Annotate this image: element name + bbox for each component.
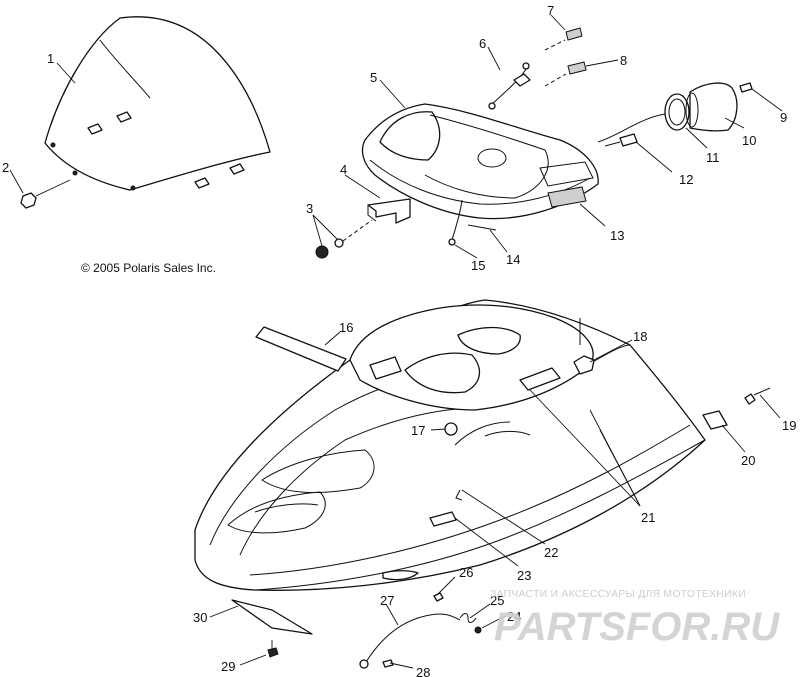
callout-26: 26 (459, 565, 473, 580)
callout-9: 9 (780, 110, 787, 125)
callout-1: 1 (47, 51, 54, 66)
hood-clip (455, 489, 463, 501)
hood (194, 299, 706, 591)
spring (459, 613, 477, 623)
headlight-bulb (739, 82, 753, 93)
callout-15: 15 (471, 258, 485, 273)
callout-17: 17 (411, 423, 425, 438)
bumper-screw (267, 640, 279, 658)
callout-12: 12 (679, 172, 693, 187)
watermark-tagline: ЗАПЧАСТИ И АКСЕССУАРЫ ДЛЯ МОТОТЕХНИКИ (490, 588, 746, 600)
callout-3: 3 (306, 201, 313, 216)
cable-assembly (359, 613, 461, 669)
headlight-assembly (685, 82, 738, 132)
latch-cable (744, 387, 771, 405)
bulb-lower (544, 61, 587, 87)
callout-13: 13 (610, 228, 624, 243)
callout-18: 18 (633, 329, 647, 344)
callout-30: 30 (193, 610, 207, 625)
callout-11: 11 (706, 150, 720, 165)
callout-27: 27 (380, 593, 394, 608)
callout-25: 25 (490, 593, 504, 608)
callout-19: 19 (782, 418, 796, 433)
callout-labels: 1 2 3 4 5 6 7 8 9 10 11 12 13 14 15 16 1… (2, 3, 796, 677)
headlight-ring (664, 93, 690, 131)
watermark-site: PARTSFOR.RU (494, 605, 780, 649)
callout-20: 20 (741, 453, 755, 468)
socket-connector (604, 133, 638, 147)
cable-end (382, 659, 394, 668)
wire-harness-lead (448, 199, 463, 246)
hood-retainer (573, 318, 595, 375)
hood-latch (702, 410, 728, 430)
callout-14: 14 (506, 252, 520, 267)
callout-5: 5 (370, 70, 377, 85)
callout-4: 4 (340, 162, 347, 177)
headlight-harness (488, 62, 531, 110)
leader-lines (9, 14, 783, 669)
callout-16: 16 (339, 320, 353, 335)
callout-10: 10 (742, 133, 756, 148)
mount-bracket (367, 198, 411, 224)
bulb-upper (544, 27, 583, 51)
callout-8: 8 (620, 53, 627, 68)
callout-28: 28 (416, 665, 430, 677)
watermark: ЗАПЧАСТИ И АКСЕССУАРЫ ДЛЯ МОТОТЕХНИКИ PA… (490, 588, 780, 649)
hood-upper-nacelle (361, 103, 599, 220)
grommet-nut-set (315, 219, 373, 259)
callout-29: 29 (221, 659, 235, 674)
windshield-screw (20, 179, 71, 209)
callout-7: 7 (547, 3, 554, 18)
vent-grille (547, 186, 587, 208)
callout-2: 2 (2, 160, 9, 175)
callout-6: 6 (479, 36, 486, 51)
cable-clip (433, 592, 444, 602)
headlight-wire (597, 113, 666, 143)
callout-22: 22 (544, 545, 558, 560)
bumper-lower (231, 599, 313, 635)
windshield-mount-tab (87, 111, 245, 189)
callout-21: 21 (641, 510, 655, 525)
hood-plug (444, 422, 458, 436)
windshield (44, 16, 271, 191)
cable-nut (474, 626, 482, 634)
callout-24: 24 (507, 609, 521, 624)
callout-23: 23 (517, 568, 531, 583)
pin (467, 224, 497, 231)
hood-decal-stripe (255, 326, 347, 372)
copyright-text: © 2005 Polaris Sales Inc. (81, 261, 216, 275)
